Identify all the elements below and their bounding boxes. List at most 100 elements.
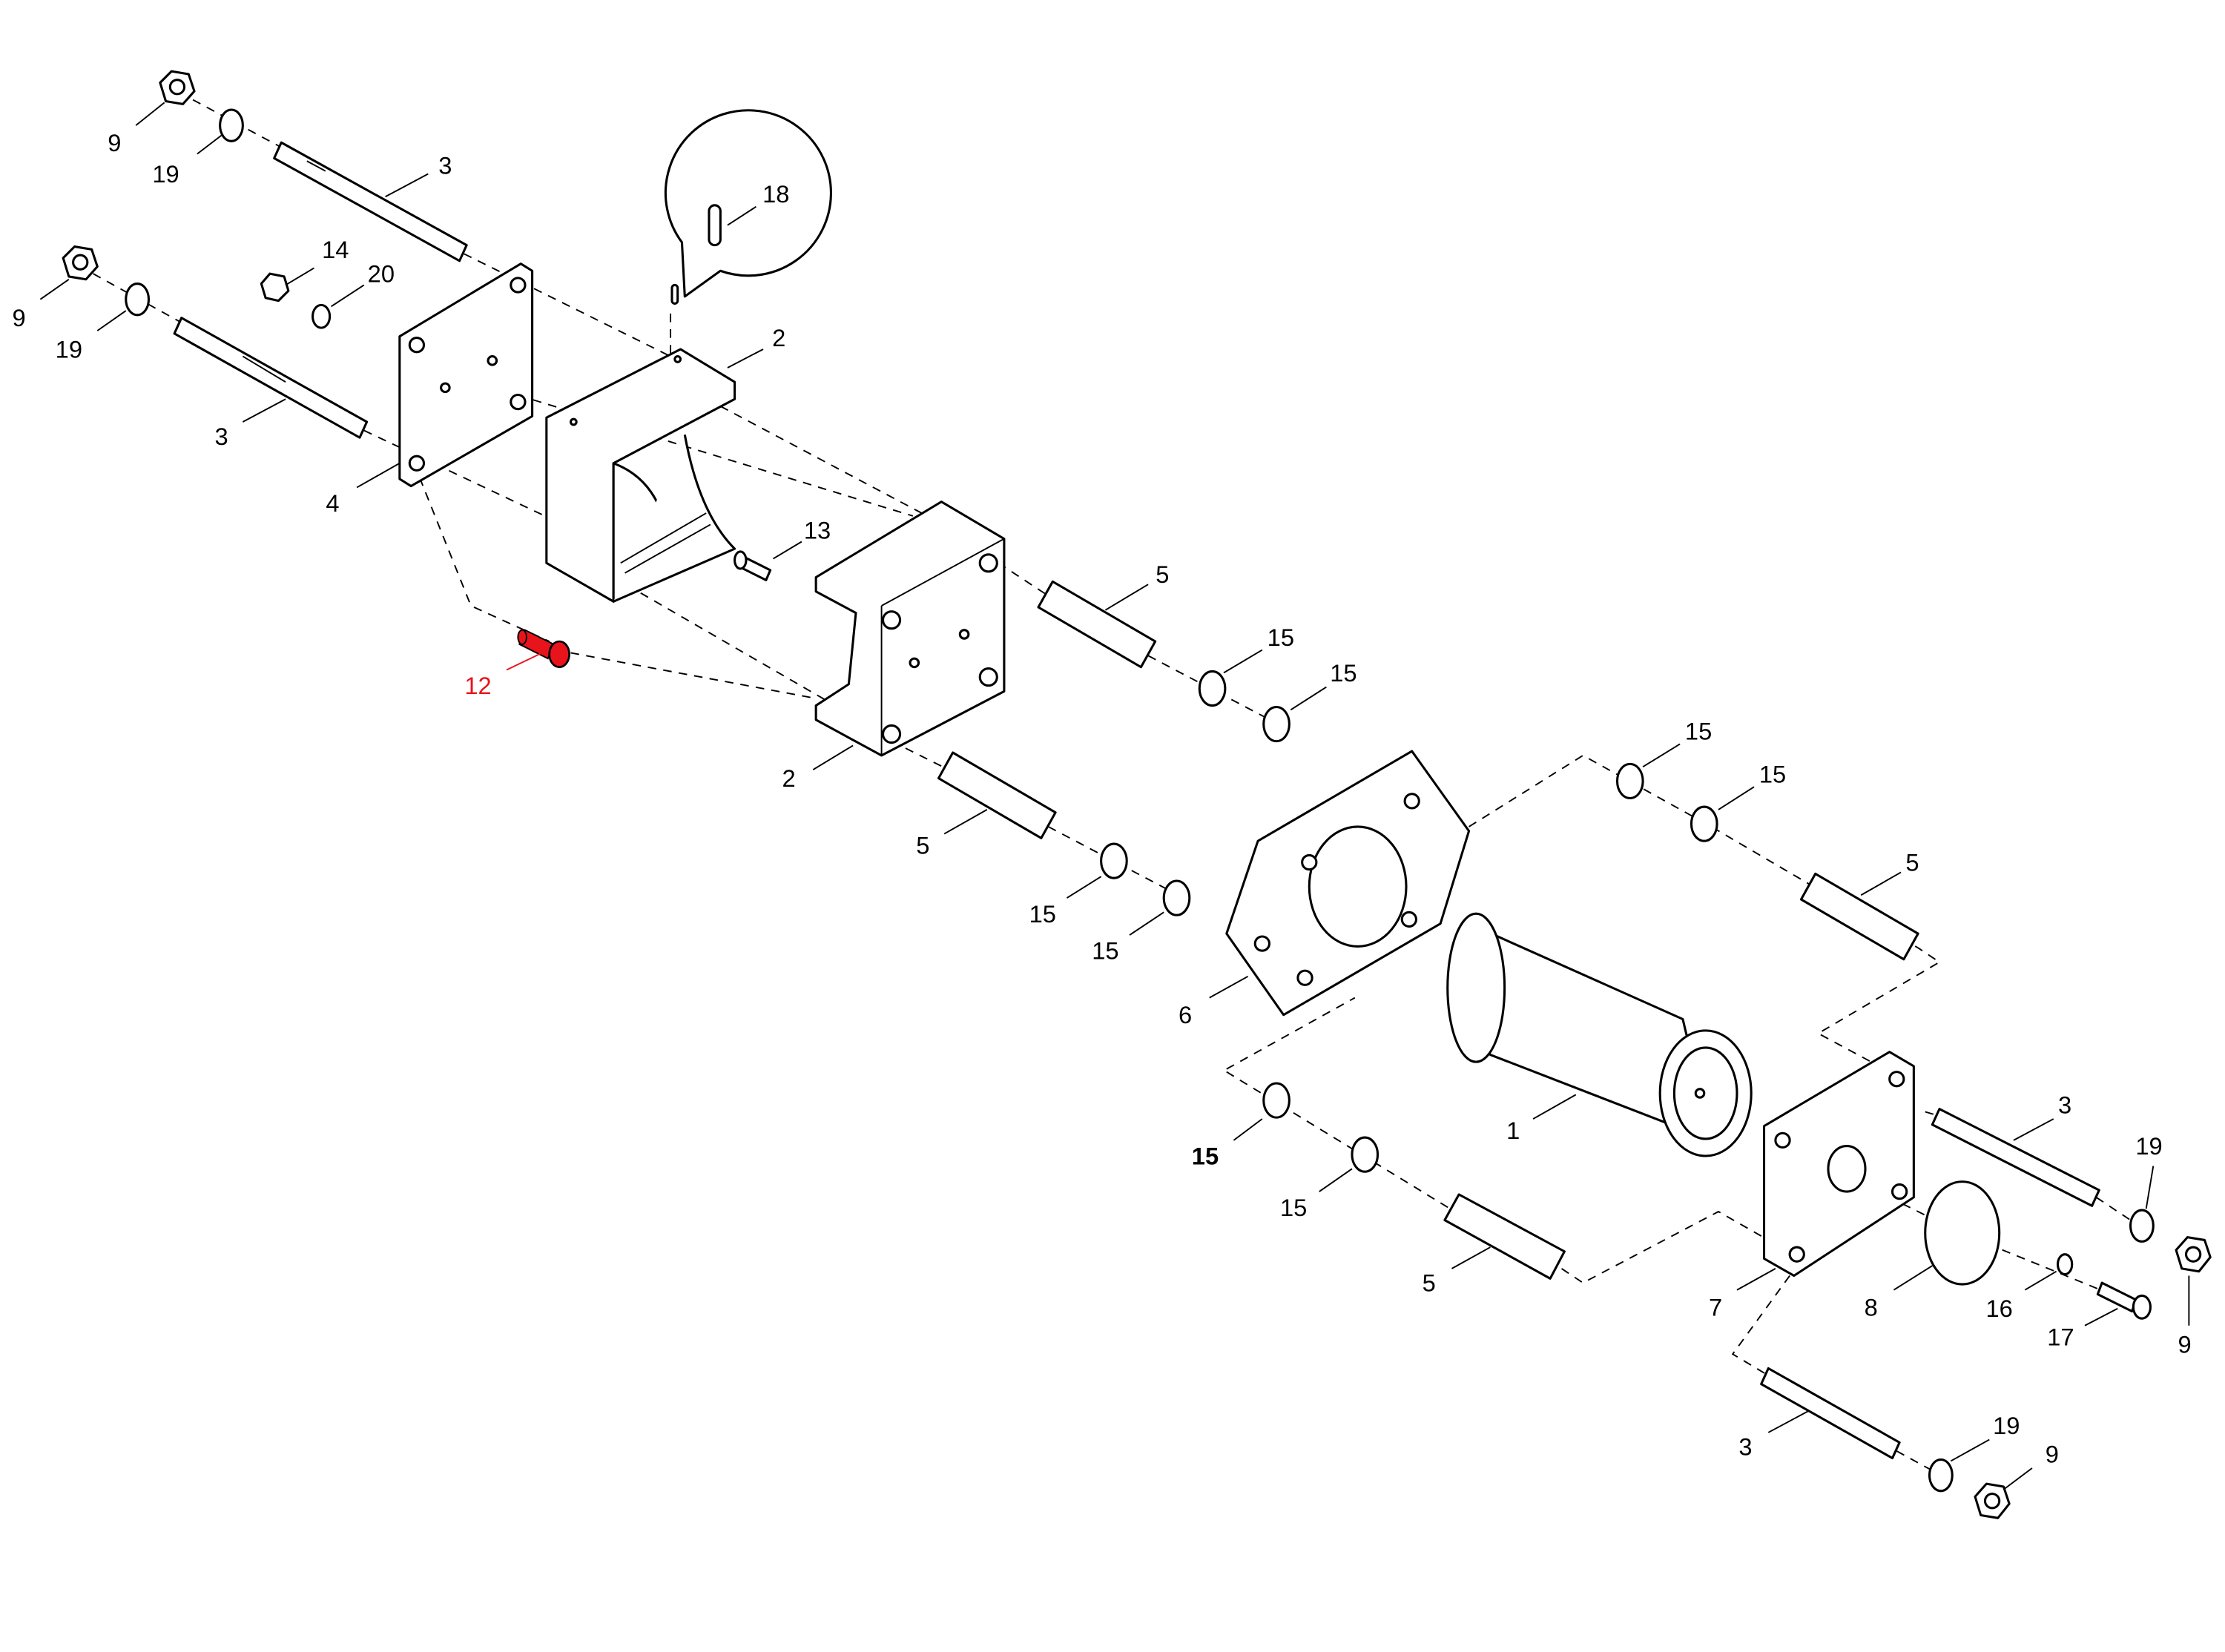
callout-15[interactable]: 15 xyxy=(1290,659,1357,711)
rod-3-top[interactable] xyxy=(273,141,468,262)
callout-3[interactable]: 3 xyxy=(2013,1091,2071,1141)
nut-9-d[interactable] xyxy=(1974,1482,2011,1519)
part-number-label: 3 xyxy=(2058,1091,2071,1118)
washer-15[interactable] xyxy=(1162,879,1191,916)
callout-7[interactable]: 7 xyxy=(1709,1268,1776,1321)
washer-20[interactable] xyxy=(312,303,332,329)
leader-line xyxy=(1066,876,1102,899)
part-number-label: 3 xyxy=(1738,1433,1752,1461)
washer-15[interactable] xyxy=(1262,705,1290,743)
screw-12-highlighted[interactable] xyxy=(517,629,570,669)
nut-9-b[interactable] xyxy=(62,245,99,281)
washer-15[interactable] xyxy=(1100,842,1128,879)
leader-line xyxy=(1290,686,1327,711)
callout-5[interactable]: 5 xyxy=(1860,849,1919,896)
callout-9[interactable]: 9 xyxy=(108,102,165,156)
callout-19[interactable]: 19 xyxy=(1950,1412,2020,1462)
callout-3[interactable]: 3 xyxy=(214,398,286,450)
nut-9-c[interactable] xyxy=(2175,1236,2212,1273)
leader-line xyxy=(1233,1118,1263,1141)
callout-2[interactable]: 2 xyxy=(727,324,785,369)
callout-1[interactable]: 1 xyxy=(1506,1094,1577,1144)
callout-5[interactable]: 5 xyxy=(1423,1246,1491,1297)
detail-bubble xyxy=(664,109,832,305)
callout-12[interactable]: 12 xyxy=(464,652,543,699)
plate-7[interactable] xyxy=(1762,1051,1915,1278)
callout-13[interactable]: 13 xyxy=(772,517,831,560)
washer-15[interactable] xyxy=(1615,762,1644,800)
washer-15[interactable] xyxy=(1351,1136,1380,1173)
callout-5[interactable]: 5 xyxy=(916,809,988,859)
leader-line xyxy=(1718,786,1755,810)
nut-14[interactable] xyxy=(260,272,290,303)
callout-18[interactable]: 18 xyxy=(727,180,790,226)
callout-3[interactable]: 3 xyxy=(1738,1410,1809,1461)
leader-line xyxy=(197,134,222,155)
callout-2[interactable]: 2 xyxy=(782,744,854,792)
disk-8[interactable] xyxy=(1924,1180,2001,1286)
washer-15[interactable] xyxy=(1262,1082,1290,1119)
part-number-label: 20 xyxy=(368,260,395,288)
leader-line xyxy=(812,744,854,770)
part-number-label: 15 xyxy=(1092,937,1118,965)
callout-8[interactable]: 8 xyxy=(1865,1265,1933,1321)
screw-17[interactable] xyxy=(2096,1281,2152,1320)
callout-15[interactable]: 15 xyxy=(1718,760,1786,810)
part-number-label: 7 xyxy=(1709,1293,1722,1321)
bracket-2-lower[interactable] xyxy=(814,500,1006,757)
part-number-label: 5 xyxy=(1156,561,1169,588)
callout-4[interactable]: 4 xyxy=(326,462,400,517)
part-number-label: 19 xyxy=(1993,1412,2020,1439)
part-number-label: 15 xyxy=(1280,1194,1307,1221)
callout-14[interactable]: 14 xyxy=(285,236,349,286)
callout-17[interactable]: 17 xyxy=(2047,1307,2118,1351)
callout-15[interactable]: 15 xyxy=(1642,718,1712,768)
leader-line xyxy=(1319,1168,1353,1192)
screw-13[interactable] xyxy=(734,550,772,581)
washer-15[interactable] xyxy=(1198,670,1227,707)
callout-9[interactable]: 9 xyxy=(12,278,70,331)
callout-16[interactable]: 16 xyxy=(1986,1270,2057,1323)
leader-line xyxy=(135,102,165,126)
rod-3-bottom[interactable] xyxy=(1760,1367,1901,1460)
washer-19[interactable] xyxy=(219,108,244,142)
flange-6[interactable] xyxy=(1225,750,1471,1017)
callout-20[interactable]: 20 xyxy=(331,260,395,308)
spacer-5[interactable] xyxy=(1037,580,1157,669)
washer-19[interactable] xyxy=(2129,1209,2155,1243)
rod-3-left[interactable] xyxy=(173,317,369,439)
callout-15[interactable]: 15 xyxy=(1223,624,1294,674)
plate-4[interactable] xyxy=(398,262,534,488)
callout-19[interactable]: 19 xyxy=(152,134,222,188)
leader-line xyxy=(1893,1265,1933,1291)
washer-16[interactable] xyxy=(2056,1253,2074,1276)
callout-15[interactable]: 15 xyxy=(1192,1118,1263,1170)
callout-9[interactable]: 9 xyxy=(2178,1275,2192,1358)
callout-6[interactable]: 6 xyxy=(1179,975,1249,1028)
callout-9[interactable]: 9 xyxy=(2002,1440,2059,1490)
leader-line xyxy=(943,809,988,835)
part-number-label: 5 xyxy=(916,831,929,859)
callout-19[interactable]: 19 xyxy=(2135,1132,2163,1209)
callout-15[interactable]: 15 xyxy=(1092,911,1164,965)
callout-3[interactable]: 3 xyxy=(385,152,452,198)
washer-19[interactable] xyxy=(1928,1458,1954,1493)
nut-9-a[interactable] xyxy=(159,70,196,105)
spacer-5[interactable] xyxy=(1443,1193,1566,1280)
rod-3-right[interactable] xyxy=(1931,1108,2100,1207)
part-number-label: 13 xyxy=(804,517,831,544)
part-number-label: 5 xyxy=(1905,849,1919,876)
callout-19[interactable]: 19 xyxy=(56,310,127,363)
spacer-5[interactable] xyxy=(937,751,1057,839)
callout-15[interactable]: 15 xyxy=(1280,1168,1353,1221)
washer-19[interactable] xyxy=(125,283,151,317)
callout-5[interactable]: 5 xyxy=(1104,561,1169,611)
washer-15[interactable] xyxy=(1690,805,1718,842)
spacer-5[interactable] xyxy=(1799,872,1919,961)
motor-1[interactable] xyxy=(1446,912,1753,1157)
callout-15[interactable]: 15 xyxy=(1029,876,1102,928)
part-number-label: 15 xyxy=(1192,1143,1219,1170)
bracket-2-upper[interactable] xyxy=(545,348,736,603)
part-number-label: 4 xyxy=(326,489,339,517)
